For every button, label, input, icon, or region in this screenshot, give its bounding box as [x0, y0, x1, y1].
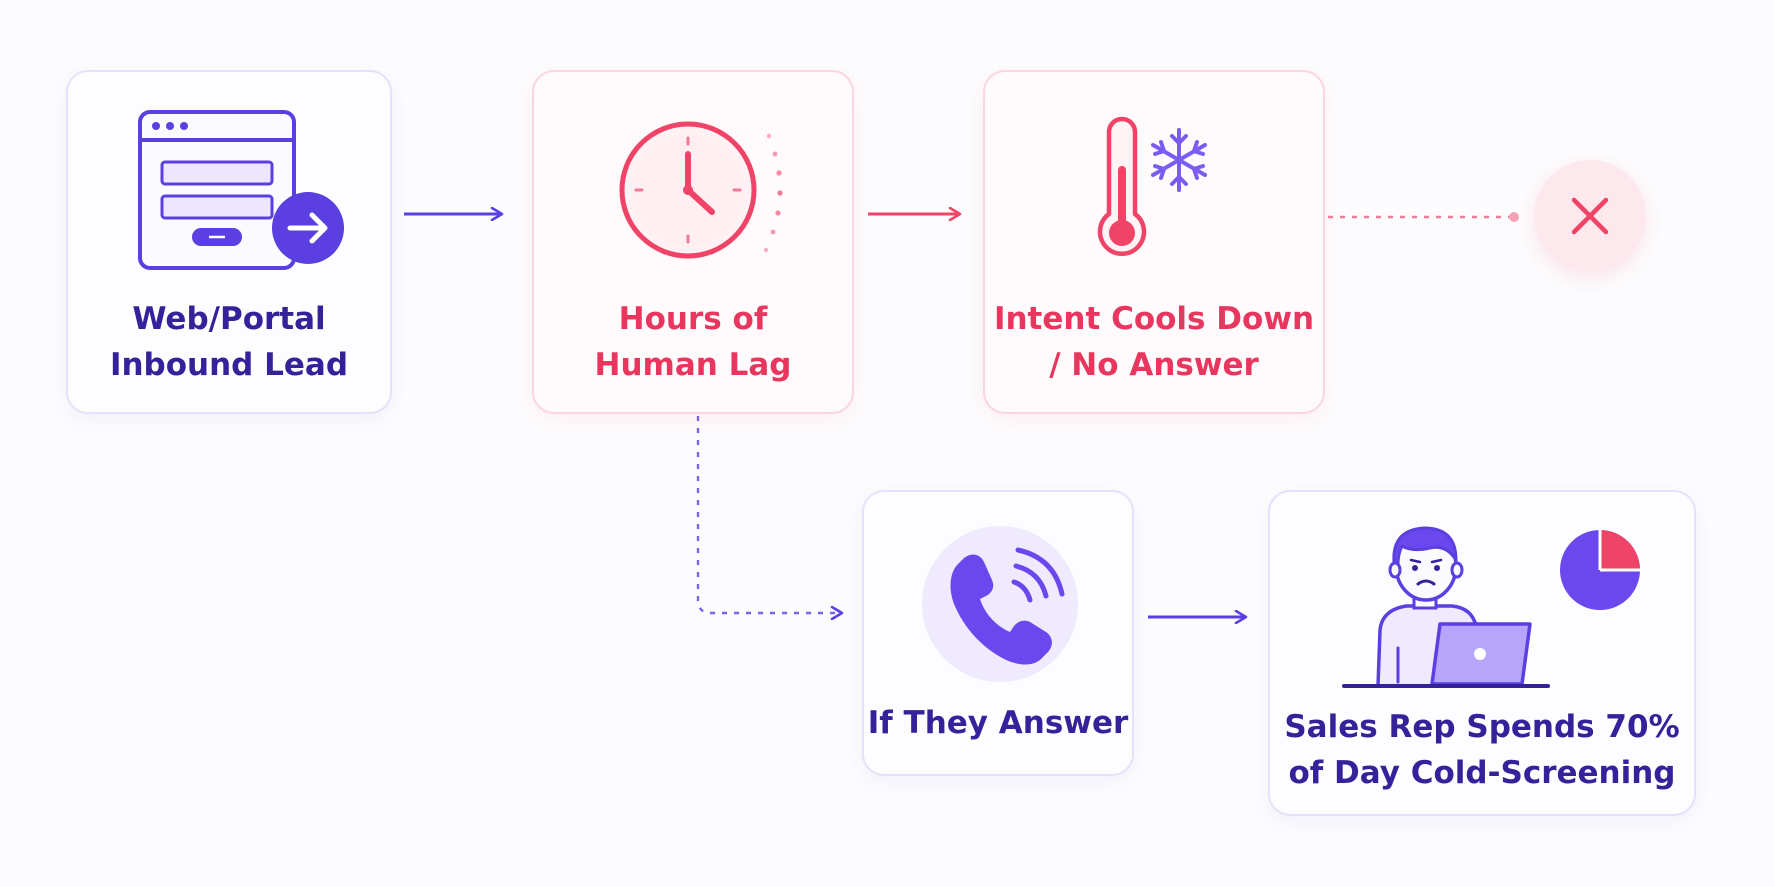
frustrated-rep-laptop-icon: [1342, 526, 1550, 688]
pie-chart-icon: [1560, 530, 1640, 610]
node-cools-label: Intent Cools Down / No Answer: [993, 301, 1315, 383]
node-inbound-label: Web/Portal Inbound Lead: [109, 301, 349, 383]
thermometer-snowflake-icon: [1097, 116, 1207, 256]
node-inbound-lead: Web/Portal Inbound Lead: [66, 70, 392, 414]
node-rep-label: Sales Rep Spends 70% of Day Cold-Screeni…: [1284, 709, 1680, 791]
phone-icon: [922, 526, 1078, 682]
close-x-icon: [1571, 197, 1609, 235]
web-form-icon: [138, 110, 344, 270]
node-sales-rep: Sales Rep Spends 70% of Day Cold-Screeni…: [1268, 490, 1696, 816]
dotted-path-lag-to-answer: [696, 416, 842, 613]
node-lag-label: Hours of Human Lag: [594, 301, 792, 383]
node-human-lag: Hours of Human Lag: [532, 70, 854, 414]
clock-icon: [619, 121, 783, 259]
node-answer-label: If They Answer: [867, 705, 1129, 741]
end-reject-node: [1534, 160, 1646, 272]
node-if-they-answer: If They Answer: [862, 490, 1134, 776]
dotted-line-end-dot: [1509, 212, 1519, 222]
node-intent-cools: Intent Cools Down / No Answer: [983, 70, 1325, 414]
